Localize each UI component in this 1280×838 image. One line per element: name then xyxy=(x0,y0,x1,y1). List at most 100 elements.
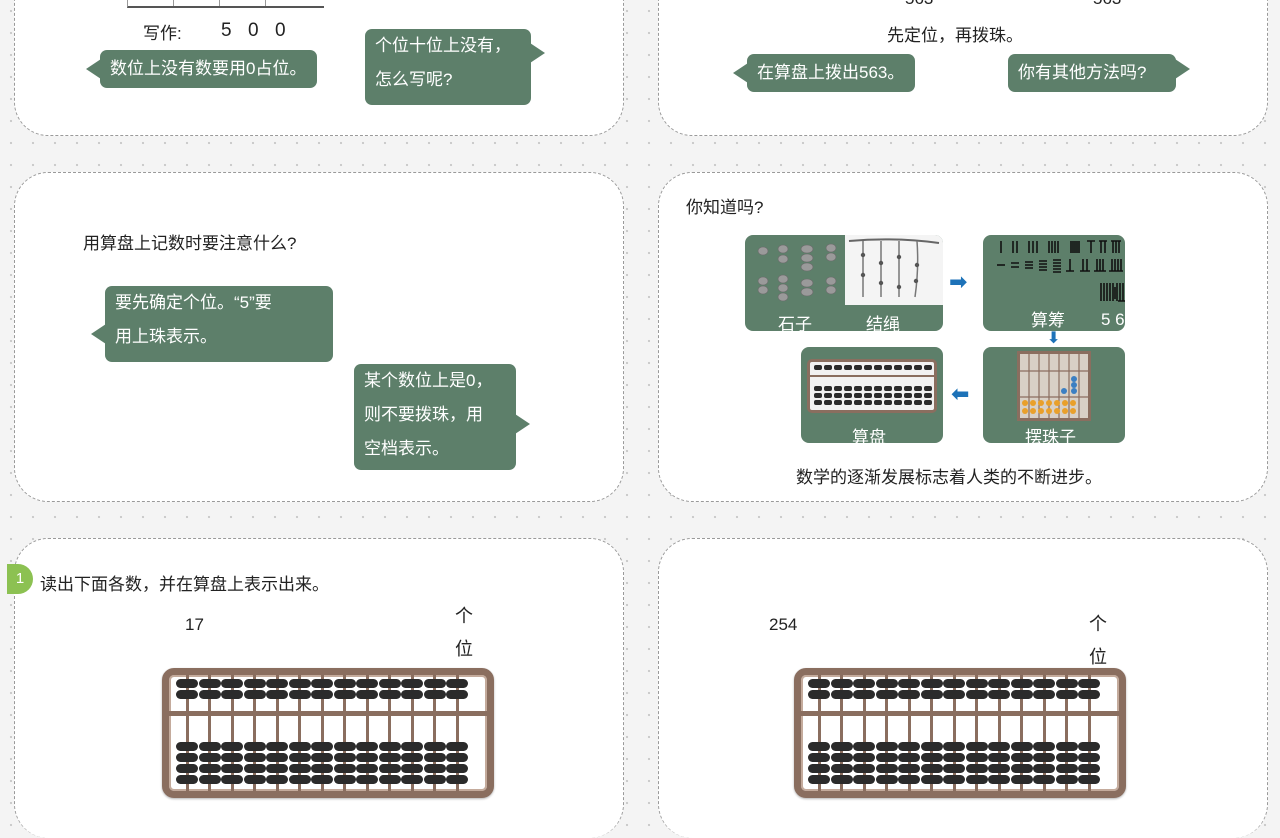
lower-bead[interactable] xyxy=(988,742,1010,751)
upper-bead[interactable] xyxy=(920,690,943,699)
lower-bead[interactable] xyxy=(1010,753,1033,762)
upper-bead[interactable] xyxy=(176,690,198,699)
lower-bead[interactable] xyxy=(288,753,311,762)
lower-bead[interactable] xyxy=(288,742,311,751)
lower-bead[interactable] xyxy=(378,775,401,784)
lower-bead[interactable] xyxy=(356,764,378,773)
lower-bead[interactable] xyxy=(311,753,333,762)
upper-bead[interactable] xyxy=(266,679,288,688)
lower-bead[interactable] xyxy=(853,775,875,784)
upper-bead[interactable] xyxy=(176,679,198,688)
lower-bead[interactable] xyxy=(378,742,401,751)
lower-bead[interactable] xyxy=(898,775,920,784)
upper-bead[interactable] xyxy=(378,690,401,699)
lower-bead[interactable] xyxy=(401,742,423,751)
lower-bead[interactable] xyxy=(356,775,378,784)
upper-bead[interactable] xyxy=(988,679,1010,688)
lower-bead[interactable] xyxy=(1033,775,1055,784)
upper-bead[interactable] xyxy=(378,679,401,688)
lower-bead[interactable] xyxy=(1078,753,1100,762)
upper-bead[interactable] xyxy=(1078,690,1100,699)
lower-bead[interactable] xyxy=(898,753,920,762)
upper-bead[interactable] xyxy=(920,679,943,688)
lower-bead[interactable] xyxy=(243,742,266,751)
lower-bead[interactable] xyxy=(176,764,198,773)
lower-bead[interactable] xyxy=(943,742,965,751)
lower-bead[interactable] xyxy=(198,753,221,762)
upper-bead[interactable] xyxy=(446,690,468,699)
abacus-exercise-254[interactable] xyxy=(794,668,1126,798)
lower-bead[interactable] xyxy=(808,753,830,762)
upper-bead[interactable] xyxy=(221,690,243,699)
upper-bead[interactable] xyxy=(853,679,875,688)
lower-bead[interactable] xyxy=(830,775,853,784)
lower-bead[interactable] xyxy=(356,753,378,762)
lower-bead[interactable] xyxy=(988,764,1010,773)
upper-bead[interactable] xyxy=(898,679,920,688)
upper-bead[interactable] xyxy=(875,679,898,688)
lower-bead[interactable] xyxy=(943,764,965,773)
lower-bead[interactable] xyxy=(221,753,243,762)
lower-bead[interactable] xyxy=(808,764,830,773)
lower-bead[interactable] xyxy=(1010,775,1033,784)
upper-bead[interactable] xyxy=(288,690,311,699)
upper-bead[interactable] xyxy=(830,690,853,699)
lower-bead[interactable] xyxy=(1055,764,1078,773)
upper-bead[interactable] xyxy=(943,679,965,688)
upper-bead[interactable] xyxy=(965,690,988,699)
lower-bead[interactable] xyxy=(401,764,423,773)
lower-bead[interactable] xyxy=(266,775,288,784)
lower-bead[interactable] xyxy=(988,775,1010,784)
lower-bead[interactable] xyxy=(176,753,198,762)
lower-bead[interactable] xyxy=(333,764,356,773)
upper-bead[interactable] xyxy=(1033,679,1055,688)
lower-bead[interactable] xyxy=(1078,775,1100,784)
lower-bead[interactable] xyxy=(176,775,198,784)
lower-bead[interactable] xyxy=(221,775,243,784)
lower-bead[interactable] xyxy=(446,753,468,762)
upper-bead[interactable] xyxy=(875,690,898,699)
lower-bead[interactable] xyxy=(446,764,468,773)
upper-bead[interactable] xyxy=(1010,679,1033,688)
lower-bead[interactable] xyxy=(423,753,446,762)
lower-bead[interactable] xyxy=(243,775,266,784)
lower-bead[interactable] xyxy=(853,764,875,773)
upper-bead[interactable] xyxy=(401,679,423,688)
lower-bead[interactable] xyxy=(356,742,378,751)
lower-bead[interactable] xyxy=(808,775,830,784)
lower-bead[interactable] xyxy=(1033,764,1055,773)
lower-bead[interactable] xyxy=(266,764,288,773)
upper-bead[interactable] xyxy=(808,690,830,699)
upper-bead[interactable] xyxy=(243,690,266,699)
lower-bead[interactable] xyxy=(830,753,853,762)
lower-bead[interactable] xyxy=(333,775,356,784)
upper-bead[interactable] xyxy=(198,679,221,688)
lower-bead[interactable] xyxy=(943,775,965,784)
lower-bead[interactable] xyxy=(266,742,288,751)
upper-bead[interactable] xyxy=(808,679,830,688)
upper-bead[interactable] xyxy=(830,679,853,688)
lower-bead[interactable] xyxy=(1010,764,1033,773)
lower-bead[interactable] xyxy=(875,742,898,751)
lower-bead[interactable] xyxy=(333,742,356,751)
upper-bead[interactable] xyxy=(333,679,356,688)
lower-bead[interactable] xyxy=(266,753,288,762)
lower-bead[interactable] xyxy=(920,753,943,762)
lower-bead[interactable] xyxy=(311,764,333,773)
lower-bead[interactable] xyxy=(965,764,988,773)
lower-bead[interactable] xyxy=(198,742,221,751)
lower-bead[interactable] xyxy=(1078,742,1100,751)
lower-bead[interactable] xyxy=(965,753,988,762)
lower-bead[interactable] xyxy=(965,775,988,784)
upper-bead[interactable] xyxy=(198,690,221,699)
upper-bead[interactable] xyxy=(311,690,333,699)
lower-bead[interactable] xyxy=(853,753,875,762)
lower-bead[interactable] xyxy=(378,753,401,762)
lower-bead[interactable] xyxy=(965,742,988,751)
lower-bead[interactable] xyxy=(198,775,221,784)
upper-bead[interactable] xyxy=(988,690,1010,699)
lower-bead[interactable] xyxy=(1055,742,1078,751)
lower-bead[interactable] xyxy=(1033,742,1055,751)
lower-bead[interactable] xyxy=(198,764,221,773)
lower-bead[interactable] xyxy=(875,764,898,773)
